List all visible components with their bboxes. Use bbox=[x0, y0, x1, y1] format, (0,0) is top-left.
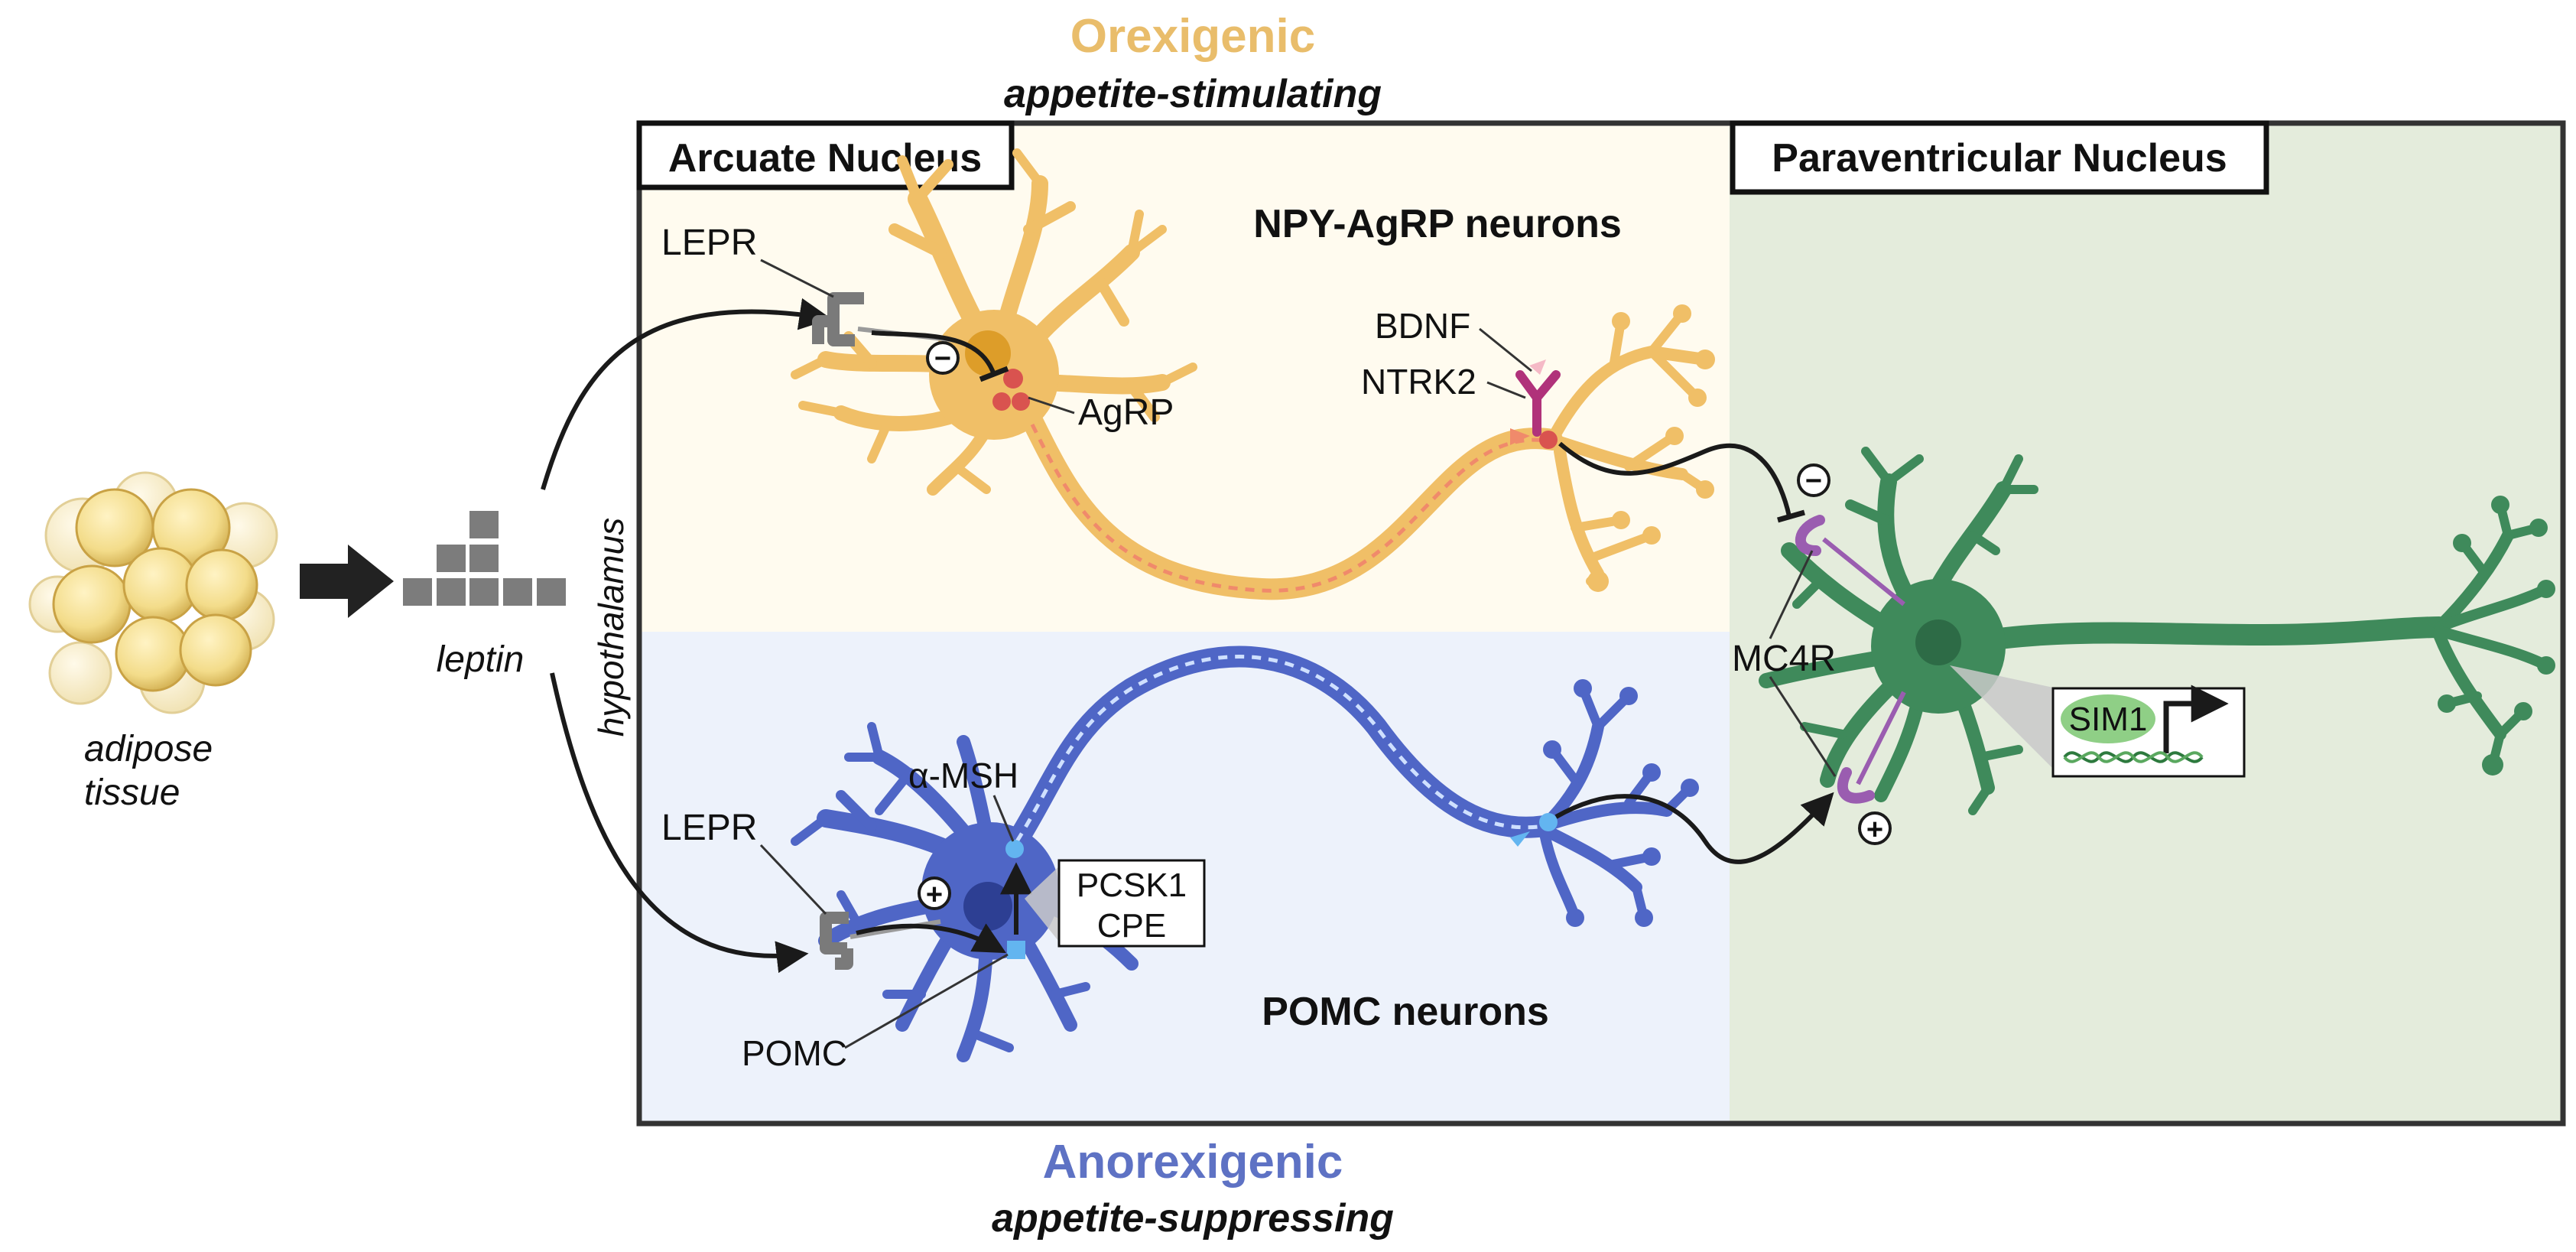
bdnf-label: BDNF bbox=[1375, 306, 1470, 346]
agrp-group-label: NPY-AgRP neurons bbox=[1253, 202, 1622, 246]
pvn-terminal-tips bbox=[2438, 496, 2555, 776]
pomc-leader bbox=[844, 953, 1009, 1049]
pomc-precursor bbox=[1007, 941, 1025, 959]
lepr-bottom-leader bbox=[759, 844, 827, 915]
agrp-leader bbox=[1028, 396, 1075, 415]
sim1-callout-wedge bbox=[1950, 665, 2057, 772]
agrp-inhibition-line bbox=[871, 330, 996, 376]
mc4r-bottom-link bbox=[1856, 691, 1906, 785]
agrp-axon-dash bbox=[1030, 423, 1553, 593]
pcsk1-label: PCSK1 bbox=[1077, 867, 1187, 904]
ntrk2-label: NTRK2 bbox=[1361, 362, 1476, 402]
mc4r-leader-bottom bbox=[1769, 676, 1837, 777]
dna-helix-icon bbox=[2063, 751, 2204, 763]
pvn-neuron bbox=[1759, 447, 2552, 815]
mc4r-top-link bbox=[1822, 537, 1905, 606]
mc4r-inhibit-sign: − bbox=[1805, 465, 1822, 497]
agrp-inhibition-bar bbox=[979, 366, 1009, 382]
pomc-terminal-vesicle bbox=[1539, 813, 1558, 831]
alpha-msh-label: α-MSH bbox=[908, 756, 1018, 795]
anorexigenic-title: Anorexigenic bbox=[1043, 1136, 1343, 1189]
agrp-granules bbox=[992, 369, 1558, 449]
mc4r-label: MC4R bbox=[1732, 639, 1836, 679]
alpha-msh-leader bbox=[992, 795, 1015, 842]
arcuate-top-panel bbox=[641, 125, 1730, 632]
sim1-transcription-arrow bbox=[2163, 685, 2229, 753]
sim1-protein bbox=[2061, 694, 2155, 743]
pomc-activation-line bbox=[856, 923, 1007, 954]
pvn-label: Paraventricular Nucleus bbox=[1772, 136, 2227, 180]
adipose-tissue-icon bbox=[28, 471, 278, 714]
mc4r-activate-sign: + bbox=[1866, 814, 1883, 846]
adipose-label-line1: adipose bbox=[84, 729, 213, 769]
pcsk1-cpe-box bbox=[1057, 859, 1206, 948]
mc4r-leader-top bbox=[1769, 550, 1814, 639]
pcsk1-callout-wedge bbox=[1025, 864, 1061, 945]
adipose-label-line2: tissue bbox=[84, 772, 180, 813]
bdnf-molecule bbox=[1529, 359, 1546, 375]
pomc-activate-sign-circle bbox=[918, 876, 951, 910]
secretion-arrow bbox=[300, 545, 394, 618]
orexigenic-subtitle: appetite-stimulating bbox=[1004, 72, 1382, 116]
hypothalamus-border bbox=[636, 120, 2566, 1127]
agrp-label: AgRP bbox=[1078, 392, 1174, 433]
mc4r-bottom-receptor bbox=[1837, 767, 1875, 804]
pomc-activate-sign: + bbox=[926, 879, 943, 911]
agrp-inhibit-sign: − bbox=[934, 343, 951, 375]
lepr-bottom-receptor bbox=[820, 912, 853, 970]
cpe-label: CPE bbox=[1097, 907, 1166, 945]
sim1-label: SIM1 bbox=[2069, 701, 2148, 738]
pvn-label-box bbox=[1730, 120, 2269, 195]
ntrk2-leader bbox=[1486, 381, 1526, 399]
alpha-msh-vesicle bbox=[1005, 840, 1024, 858]
pvn-neuron-nucleus bbox=[1915, 619, 1961, 665]
orexigenic-title: Orexigenic bbox=[1070, 10, 1315, 63]
lepr-bottom-signal-line bbox=[849, 919, 941, 939]
mc4r-activate-sign-circle bbox=[1858, 811, 1892, 845]
hypothalamus-label: hypothalamus bbox=[591, 518, 631, 737]
bdnf-arrow-dot bbox=[1510, 428, 1530, 445]
agrp-inhibit-sign-circle bbox=[926, 341, 960, 375]
pomc-label: POMC bbox=[742, 1033, 847, 1073]
agrp-terminal-tips bbox=[1587, 304, 1715, 592]
pomc-group-label: POMC neurons bbox=[1262, 990, 1549, 1034]
agrp-to-mc4r-inhibition bbox=[1558, 441, 1792, 517]
anorexigenic-subtitle: appetite-suppressing bbox=[992, 1196, 1394, 1241]
agrp-neuron-nucleus bbox=[965, 330, 1011, 376]
pomc-terminal-release bbox=[1510, 831, 1530, 847]
leptin-to-pomc-arrow bbox=[550, 672, 809, 974]
agrp-to-mc4r-bar bbox=[1777, 509, 1805, 523]
mc4r-inhibit-sign-circle bbox=[1797, 463, 1830, 497]
arcuate-label: Arcuate Nucleus bbox=[668, 136, 982, 180]
leptin-to-agrp-arrow bbox=[541, 298, 832, 490]
mc4r-top-receptor bbox=[1795, 515, 1825, 556]
lepr-bottom-label: LEPR bbox=[661, 808, 757, 848]
pomc-neuron-nucleus bbox=[963, 882, 1012, 931]
leptin-label: leptin bbox=[437, 639, 525, 680]
pomc-terminal-tips bbox=[1543, 679, 1699, 927]
bdnf-leader bbox=[1479, 327, 1532, 372]
lepr-top-receptor bbox=[812, 292, 864, 346]
ntrk2-receptor bbox=[1515, 370, 1561, 437]
pomc-to-mc4r-activation bbox=[1554, 792, 1834, 864]
arcuate-label-box bbox=[636, 120, 1015, 190]
leptin-icon bbox=[403, 511, 566, 606]
pomc-axon-dash bbox=[1015, 655, 1545, 843]
lepr-top-label: LEPR bbox=[661, 223, 757, 263]
lepr-top-leader bbox=[760, 259, 834, 298]
